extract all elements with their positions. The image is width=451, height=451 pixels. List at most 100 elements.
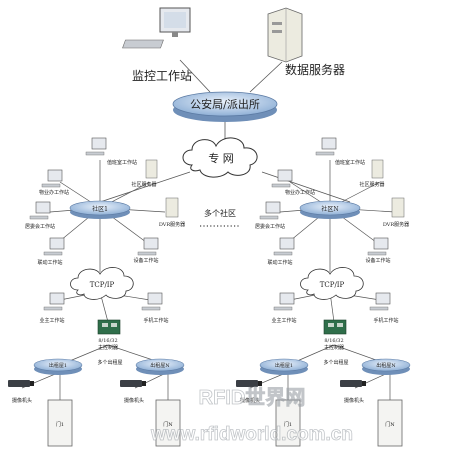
mobile-workstation: 手机工作站 (369, 292, 399, 324)
computer-icon (375, 292, 391, 305)
door-1: 门1 (275, 399, 301, 447)
watermark: RFID世界网 www.rfidworld.com.cn (150, 386, 354, 446)
door-icon (155, 399, 181, 447)
computer-icon (49, 237, 65, 250)
dvr-server: DVR服务器 (383, 197, 409, 228)
data-server: 数据服务器 (267, 7, 345, 77)
property-ws-label: 物业办工作站 (39, 189, 69, 196)
duty-ws-label: 值班室工作站 (107, 159, 137, 166)
tcpip-cloud-left: TCP/IP (70, 267, 134, 300)
camera-icon (120, 380, 142, 387)
property-workstation: 物业办工作站 (271, 169, 315, 196)
owner-ws-label: 业主工作站 (39, 317, 64, 324)
door-1: 门1 (47, 399, 73, 447)
computer-icon (49, 292, 65, 305)
police-hub-label: 公安局/派出所 (190, 97, 260, 111)
controller-label-line1: 8/16/32 (324, 338, 343, 344)
monitor-workstation: 监控工作站 (122, 7, 192, 83)
door-n: 门N (155, 399, 181, 447)
right-community: 社区N 值班室工作站 物业办工作站 社区服务器 居委会工作站 DVR服务器 (236, 137, 411, 447)
patrol-ws-label: 联动工作站 (267, 259, 292, 266)
owners-committee-workstation: 居委会工作站 (25, 201, 55, 230)
main-controller: 8/16/32 主控制器 (323, 319, 347, 351)
rental-unit-1: 出租屋1 (259, 358, 309, 375)
computer-icon (279, 292, 295, 305)
community-hub-left: 社区1 (69, 200, 131, 219)
server-icon (391, 197, 405, 218)
rental-unit-n: 出租屋N (135, 358, 185, 375)
rental-unit-1-label: 出租屋1 (275, 362, 293, 369)
camera-label: 摄像机头 (344, 397, 364, 404)
computer-icon (279, 237, 295, 250)
private-network-cloud: 专 网 (182, 137, 258, 178)
mobile-ws-label: 手机工作站 (373, 317, 398, 324)
door-label: 门N (163, 421, 173, 428)
more-units-label: 多个出租屋 (323, 359, 348, 366)
equipment-workstation: 设备工作站 (365, 237, 391, 264)
door-icon (275, 399, 301, 447)
community-server-label: 社区服务器 (131, 181, 156, 188)
rental-unit-1: 出租屋1 (33, 358, 83, 375)
more-units-label: 多个出租屋 (97, 359, 122, 366)
computer-icon (277, 169, 293, 182)
camera-icon (236, 380, 258, 387)
door-icon (47, 399, 73, 447)
camera-label: 摄像机头 (12, 397, 32, 404)
computer-icon (143, 237, 159, 250)
camera-label: 摄像机头 (124, 397, 144, 404)
owners-ws-label: 居委会工作站 (255, 223, 285, 230)
community-hub-label: 社区N (321, 205, 338, 213)
computer-icon (373, 237, 389, 250)
property-workstation: 物业办工作站 (39, 169, 69, 196)
controller-label-line2: 主控制器 (98, 344, 118, 351)
monitor-station-label: 监控工作站 (132, 69, 192, 83)
community-hub-label: 社区1 (92, 205, 108, 213)
mobile-workstation: 手机工作站 (141, 292, 169, 324)
dvr-server-label: DVR服务器 (383, 221, 409, 228)
rental-unit-1-label: 出租屋1 (49, 362, 67, 369)
owners-committee-workstation: 居委会工作站 (255, 201, 285, 230)
mobile-ws-label: 手机工作站 (143, 317, 168, 324)
equipment-ws-label: 设备工作站 (365, 257, 390, 264)
dvr-server-label: DVR服务器 (159, 221, 185, 228)
data-server-label: 数据服务器 (285, 62, 345, 77)
duty-workstation: 值班室工作站 (85, 137, 137, 166)
equipment-ws-label: 设备工作站 (133, 257, 158, 264)
community-server-label: 社区服务器 (359, 181, 384, 188)
door-label: 门N (385, 421, 395, 428)
server-icon (267, 7, 303, 63)
owners-ws-label: 居委会工作站 (25, 223, 55, 230)
tcpip-label: TCP/IP (90, 281, 115, 289)
server-icon (145, 159, 158, 179)
left-community: 社区1 值班室工作站 物业办工作站 社区服务器 居委会工作站 DVR服务器 (8, 137, 185, 447)
controller-label-line1: 8/16/32 (98, 338, 117, 344)
door-label: 门1 (284, 421, 292, 428)
camera-1: 摄像机头 (236, 380, 262, 404)
server-icon (371, 159, 384, 179)
rental-unit-n-label: 出租屋N (376, 362, 396, 369)
computer-icon (321, 137, 337, 150)
patrol-workstation: 联动工作站 (37, 237, 65, 266)
computer-icon (147, 292, 163, 305)
main-controller: 8/16/32 主控制器 (97, 319, 121, 351)
tcpip-label: TCP/IP (320, 281, 345, 289)
controller-label-line2: 主控制器 (324, 344, 344, 351)
camera-n: 摄像机头 (340, 380, 366, 404)
rental-unit-n-label: 出租屋N (150, 362, 170, 369)
tcpip-cloud-right: TCP/IP (300, 267, 364, 300)
duty-ws-label: 值班室工作站 (335, 159, 365, 166)
duty-workstation: 值班室工作站 (315, 137, 365, 166)
door-n: 门N (377, 399, 403, 447)
property-ws-label: 物业办工作站 (285, 189, 315, 196)
camera-n: 摄像机头 (120, 380, 146, 404)
private-net-label: 专 网 (208, 151, 234, 165)
community-server: 社区服务器 (131, 159, 158, 188)
computer-icon (35, 201, 51, 214)
camera-label: 摄像机头 (240, 397, 260, 404)
community-hub-right: 社区N (299, 200, 361, 219)
watermark-url: www.rfidworld.com.cn (150, 424, 353, 445)
dvr-server: DVR服务器 (159, 197, 185, 228)
computer-icon (47, 169, 63, 182)
watermark-logo: RFID世界网 (199, 386, 306, 409)
